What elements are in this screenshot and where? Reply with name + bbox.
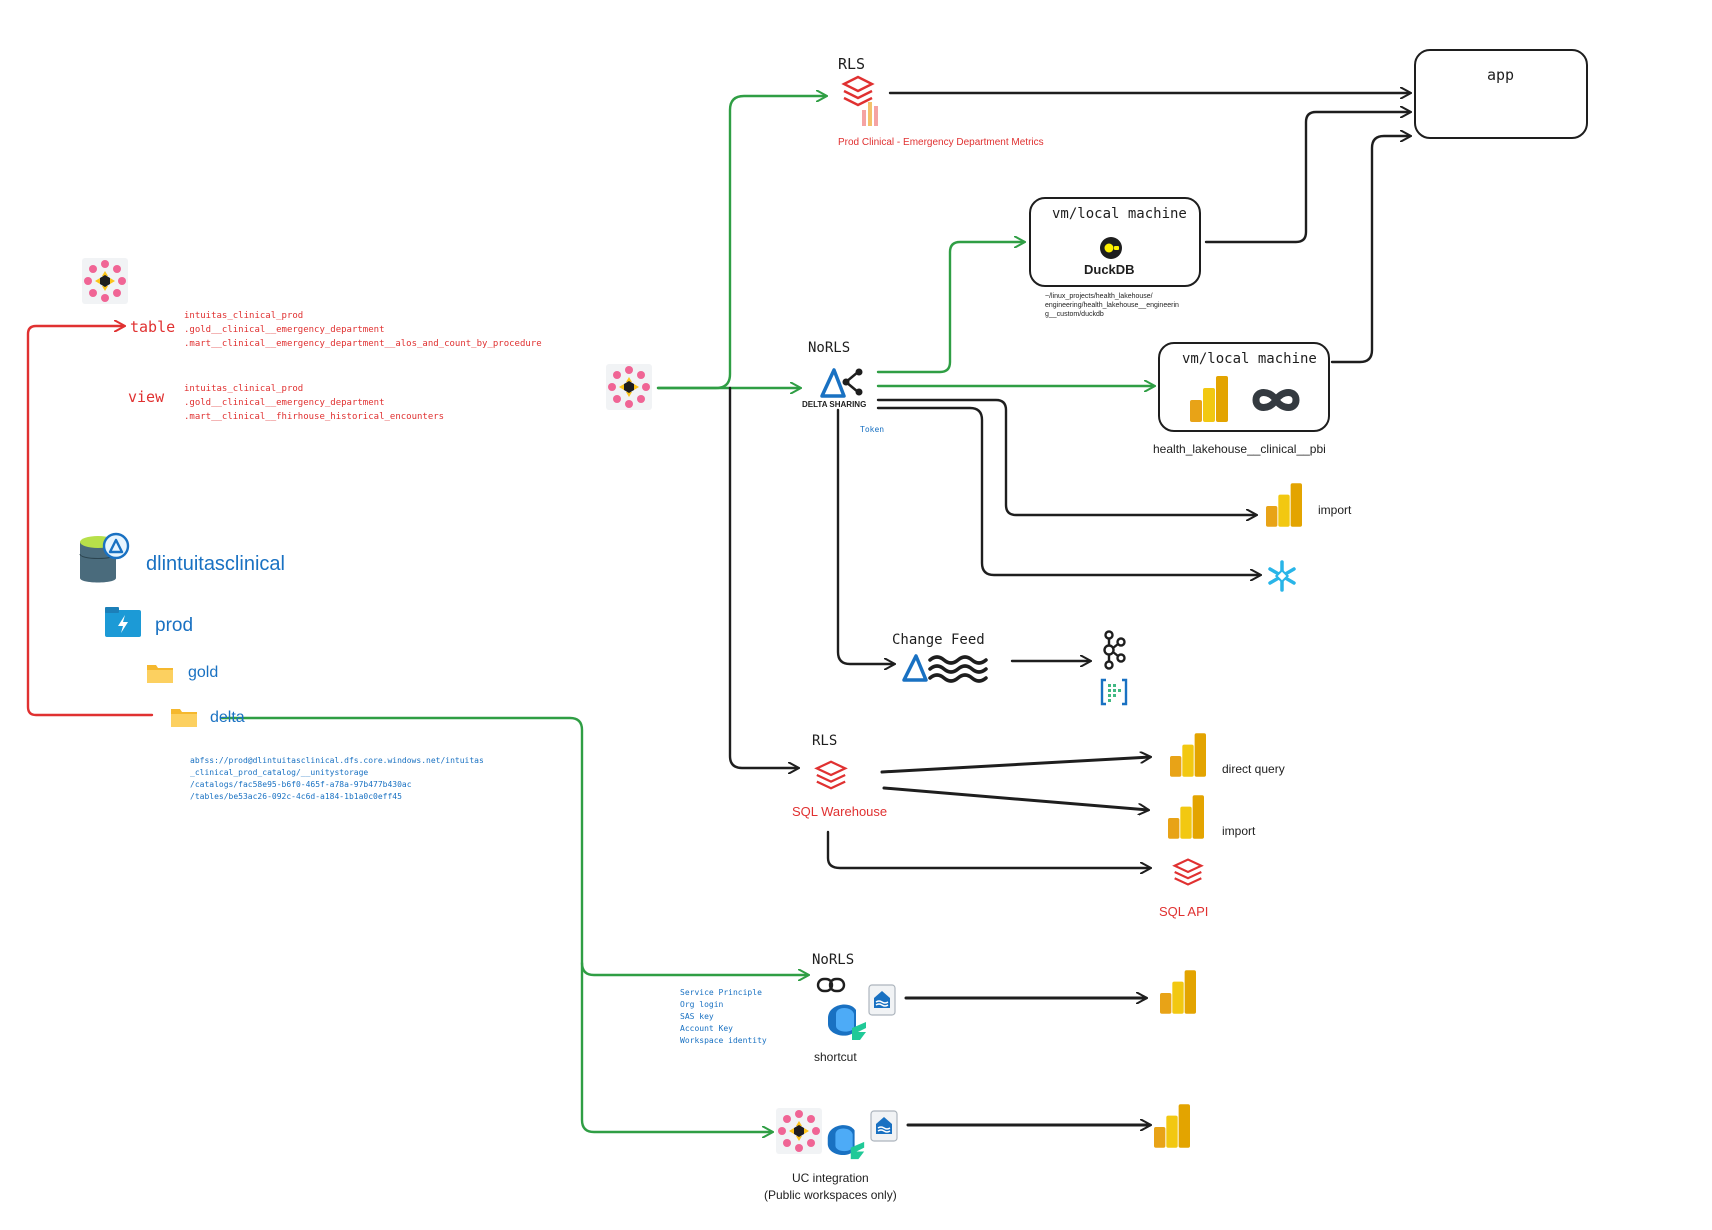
- power-bi-icon: [1266, 483, 1302, 527]
- storage-account-icon: [79, 532, 130, 583]
- folder-icon: [171, 709, 197, 727]
- power-bi-icon: [1154, 1104, 1190, 1148]
- norls-shortcut-label: NoRLS: [812, 952, 855, 968]
- vm-pbi-title: vm/local machine: [1182, 351, 1317, 367]
- sql-api-label: SQL API: [1159, 904, 1209, 919]
- arrow-sharing-to-import: [876, 398, 1256, 515]
- app-box: [1414, 49, 1588, 139]
- container-icon: [105, 607, 141, 637]
- delta-sharing-logo-text: DELTA SHARING: [802, 400, 867, 409]
- kafka-icon: [1103, 630, 1126, 670]
- vm-pbi-box: [1158, 342, 1330, 432]
- unity-catalog-icon: [776, 1108, 822, 1154]
- abfss-path: abfss://prod@dlintuitasclinical.dfs.core…: [190, 755, 484, 803]
- databricks-icon: [1172, 858, 1204, 886]
- arrow-sharing-to-change-feed: [836, 408, 894, 664]
- infinity-icon: [1252, 389, 1300, 411]
- vm-pbi-caption: health_lakehouse__clinical__pbi: [1153, 442, 1326, 456]
- auth-methods: Service Principle Org login SAS key Acco…: [680, 987, 767, 1047]
- view-path: intuitas_clinical_prod .gold__clinical__…: [184, 383, 444, 423]
- databricks-icon: [814, 760, 848, 790]
- import-top-label: import: [1318, 503, 1352, 517]
- arrow-hub-to-sql-warehouse: [728, 386, 798, 768]
- view-path-line: .mart__clinical__fhirhouse_historical_en…: [184, 412, 445, 422]
- table-path-line: .mart__clinical__emergency_department__a…: [184, 339, 542, 349]
- abfss-path-line: /catalogs/fac58e95-b6f0-465f-a78a-97b477…: [190, 780, 412, 789]
- arrow-delta-to-table: [26, 326, 154, 717]
- duckdb-path-line: ~/linux_projects/health_lakehouse/: [1045, 293, 1153, 300]
- arrow-duckdb-vm-to-app: [1204, 112, 1410, 244]
- uc-integration-line2: (Public workspaces only): [764, 1188, 897, 1202]
- arrow-hub-to-rls-top: [656, 96, 826, 390]
- power-bi-icon: [1170, 733, 1206, 777]
- arrow-sharing-to-snowflake: [876, 406, 1260, 575]
- abfss-path-line: /tables/be53ac26-092c-4c6d-a184-1b1a0c0e…: [190, 792, 402, 801]
- rls-top-caption: Prod Clinical - Emergency Department Met…: [838, 137, 1044, 148]
- norls-sharing-label: NoRLS: [808, 340, 851, 356]
- event-hubs-icon: [1100, 678, 1128, 706]
- rls-sql-label: RLS: [812, 733, 838, 749]
- view-path-line: intuitas_clinical_prod: [184, 384, 304, 394]
- lakehouse-icon: [868, 984, 896, 1016]
- arrow-delta-to-uc: [580, 961, 772, 1132]
- sql-warehouse-caption: SQL Warehouse: [792, 804, 888, 819]
- arrow-delta-to-shortcut: [220, 716, 808, 975]
- change-feed-label: Change Feed: [892, 632, 985, 648]
- delta-sharing-icon: [820, 368, 863, 398]
- container-name: prod: [155, 615, 194, 636]
- table-path: intuitas_clinical_prod .gold__clinical__…: [184, 310, 542, 350]
- link-icon: [816, 977, 846, 993]
- fabric-icon: [827, 1125, 865, 1160]
- unity-catalog-icon: [82, 258, 128, 304]
- arrow-pbi-vm-to-app: [1330, 136, 1410, 364]
- databricks-dashboard-icon: [841, 75, 878, 126]
- uc-integration-line1: UC integration: [792, 1171, 869, 1185]
- fabric-icon: [828, 1004, 866, 1040]
- snowflake-icon: [1268, 560, 1296, 592]
- arrow-sql-to-direct-query: [880, 757, 1150, 774]
- vm-duckdb-box: [1029, 197, 1201, 287]
- duckdb-path-line: g__custom/duckdb: [1045, 311, 1104, 318]
- folder-delta-name: delta: [210, 709, 245, 726]
- table-path-line: intuitas_clinical_prod: [184, 311, 304, 321]
- vm-duckdb-title: vm/local machine: [1052, 206, 1187, 222]
- power-bi-icon: [1190, 376, 1228, 422]
- direct-query-label: direct query: [1222, 762, 1285, 776]
- table-path-line: .gold__clinical__emergency_department: [184, 325, 385, 335]
- duckdb-icon: [1100, 237, 1122, 259]
- auth-method: Org login: [680, 1000, 724, 1009]
- view-label: view: [128, 388, 165, 406]
- table-label: table: [130, 318, 176, 336]
- shortcut-caption: shortcut: [814, 1050, 857, 1064]
- storage-account-name: dlintuitasclinical: [146, 553, 285, 575]
- lakehouse-icon: [870, 1110, 898, 1142]
- folder-gold-name: gold: [188, 664, 219, 681]
- rls-top-label: RLS: [838, 55, 866, 73]
- token-label: Token: [860, 425, 885, 434]
- arrow-sql-to-sql-api: [826, 830, 1150, 868]
- abfss-path-line: abfss://prod@dlintuitasclinical.dfs.core…: [190, 756, 484, 765]
- arrow-sharing-to-duckdb: [876, 242, 1024, 374]
- auth-method: Account Key: [680, 1024, 733, 1033]
- duckdb-path-line: engineering/health_lakehouse__engineerin: [1045, 302, 1179, 309]
- import-sql-label: import: [1222, 824, 1256, 838]
- power-bi-icon: [1160, 970, 1196, 1014]
- auth-method: SAS key: [680, 1012, 714, 1021]
- change-feed-icon: [902, 654, 988, 683]
- abfss-path-line: _clinical_prod_catalog/__unitystorage: [190, 768, 369, 777]
- duckdb-logo-text: DuckDB: [1084, 262, 1135, 277]
- power-bi-icon: [1168, 795, 1204, 839]
- view-path-line: .gold__clinical__emergency_department: [184, 398, 385, 408]
- arrow-sql-to-import: [882, 786, 1148, 810]
- auth-method: Workspace identity: [680, 1036, 767, 1045]
- auth-method: Service Principle: [680, 988, 762, 997]
- unity-catalog-icon: [606, 364, 652, 410]
- folder-icon: [147, 665, 173, 683]
- app-label: app: [1487, 66, 1515, 84]
- duckdb-path: ~/linux_projects/health_lakehouse/ engin…: [1045, 291, 1179, 321]
